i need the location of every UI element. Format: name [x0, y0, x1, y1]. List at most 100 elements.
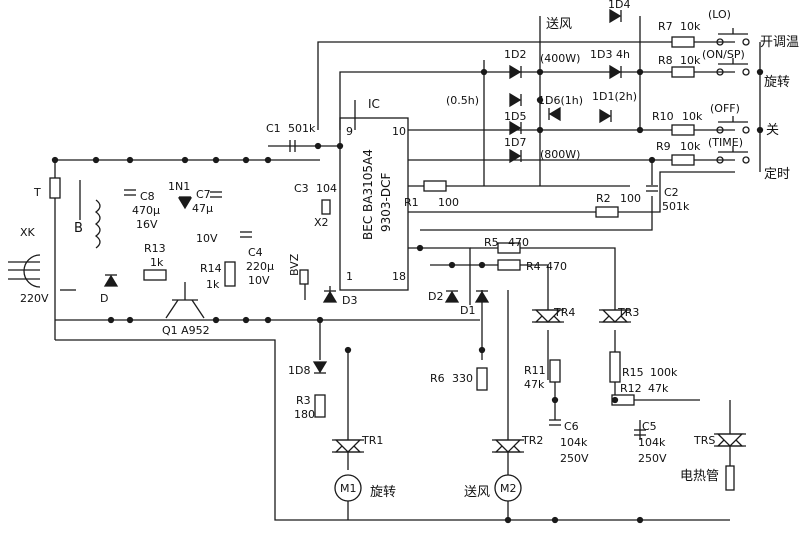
resistor-r6 [476, 367, 488, 391]
resistor-r9 [671, 154, 695, 166]
resistor-r1-label: R1 [404, 196, 419, 209]
triac-trs [714, 433, 746, 447]
capacitor-c7-voltage: 10V [196, 232, 218, 245]
capacitor-c7-value: 47μ [192, 202, 213, 215]
ic-pin-18: 18 [392, 270, 406, 283]
resistor-r15 [609, 351, 621, 383]
fuse-t [49, 177, 61, 199]
capacitor-c4 [240, 231, 252, 238]
capacitor-c6-voltage: 250V [560, 452, 589, 465]
button-time-label: (TIME) [708, 136, 743, 149]
plug-220v-label: 220V [20, 292, 49, 305]
triac-tr1-label: TR1 [361, 434, 383, 447]
capacitor-c5-value: 104k [638, 436, 666, 449]
capacitor-c5 [634, 429, 646, 436]
resistor-r7-label: R7 [658, 20, 673, 33]
label-2h: 1D1(2h) [592, 90, 637, 103]
diode-1n1 [177, 196, 193, 210]
label-1h: 1D6(1h) [538, 94, 583, 107]
resistor-r9-label: R9 [656, 140, 671, 153]
diode-1d5 [509, 92, 522, 108]
fuse-t-label: T [33, 186, 41, 199]
buzzer-bvz [299, 269, 309, 285]
resistor-r11 [549, 359, 561, 383]
resistor-r10-label: R10 [652, 110, 674, 123]
resistor-r8 [671, 66, 695, 78]
diode-d1 [474, 290, 490, 303]
diode-1d4-label: 1D4 [608, 0, 630, 11]
motor-m1-label: M1 [340, 482, 357, 495]
crystal-x2 [321, 199, 331, 215]
diode-d2-label: D2 [428, 290, 443, 303]
diode-1d5b [509, 120, 522, 136]
diode-1d4 [609, 8, 622, 24]
button-lo-func: 开调温 [760, 35, 799, 50]
resistor-r15-value: 100k [650, 366, 678, 379]
button-time [716, 146, 750, 164]
triac-tr2-label: TR2 [521, 434, 543, 447]
resistor-r2-label: R2 [596, 192, 611, 205]
resistor-r9-value: 10k [680, 140, 701, 153]
crystal-x2-label: X2 [314, 216, 329, 229]
capacitor-c1-value: 501k [288, 122, 316, 135]
diode-1d7 [509, 148, 522, 164]
resistor-r7-value: 10k [680, 20, 701, 33]
triac-trs-label: TRS [693, 434, 715, 447]
resistor-r4-value: 470 [546, 260, 567, 273]
resistor-r5 [497, 242, 521, 254]
resistor-r1 [423, 180, 447, 192]
diode-1n1-label: 1N1 [168, 180, 190, 193]
diode-1d1 [599, 108, 612, 124]
resistor-r10 [671, 124, 695, 136]
resistor-r15-label: R15 [622, 366, 644, 379]
capacitor-c5-voltage: 250V [638, 452, 667, 465]
capacitor-c3-label: C3 [294, 182, 309, 195]
resistor-r11-value: 47k [524, 378, 545, 391]
resistor-r3-label: R3 [296, 394, 311, 407]
label-fan: 送风 [546, 17, 572, 32]
button-off-func: 关 [766, 123, 779, 138]
diode-1d2-label: 1D2 [504, 48, 526, 61]
diode-1d7-label: 1D7 [504, 136, 526, 149]
triac-tr4-label: TR4 [553, 306, 575, 319]
motor-m2-label: M2 [500, 482, 517, 495]
label-400w: (400W) [540, 52, 580, 65]
buzzer-bvz-label: BVZ [288, 253, 301, 276]
resistor-r13 [143, 269, 167, 281]
resistor-r8-value: 10k [680, 54, 701, 67]
capacitor-c2-value: 501k [662, 200, 690, 213]
resistor-r3-value: 180 [294, 408, 315, 421]
resistor-r8-label: R8 [658, 54, 673, 67]
heater-element [725, 465, 735, 491]
capacitor-c8-label: C8 [140, 190, 155, 203]
triac-tr1 [332, 439, 364, 453]
heater-label: 电热管 [680, 469, 719, 484]
resistor-r13-label: R13 [144, 242, 166, 255]
motor-m1-func: 旋转 [370, 485, 396, 500]
capacitor-c8-voltage: 16V [136, 218, 158, 231]
diode-1d8-label: 1D8 [288, 364, 310, 377]
transistor-q1 [165, 282, 205, 319]
ic-pin-1: 1 [346, 270, 353, 283]
resistor-r11-label: R11 [524, 364, 546, 377]
diode-1d2 [509, 64, 522, 80]
button-off [716, 116, 750, 134]
capacitor-c4-value: 220μ [246, 260, 274, 273]
capacitor-c2 [646, 185, 658, 192]
label-0-5h: (0.5h) [446, 94, 479, 107]
capacitor-c5-label: C5 [642, 420, 657, 433]
button-lo [716, 28, 750, 46]
capacitor-c2-label: C2 [664, 186, 679, 199]
capacitor-c3-value: 104 [316, 182, 337, 195]
plug-xk-label: XK [20, 226, 36, 239]
resistor-r4-label: R4 [526, 260, 541, 273]
resistor-r14 [224, 261, 236, 287]
diode-d [103, 274, 119, 287]
resistor-r1-value: 100 [438, 196, 459, 209]
triac-tr3 [599, 309, 631, 323]
button-lo-label: (LO) [708, 8, 731, 21]
capacitor-c4-label: C4 [248, 246, 263, 259]
capacitor-c7 [210, 191, 222, 198]
label-800w: (800W) [540, 148, 580, 161]
